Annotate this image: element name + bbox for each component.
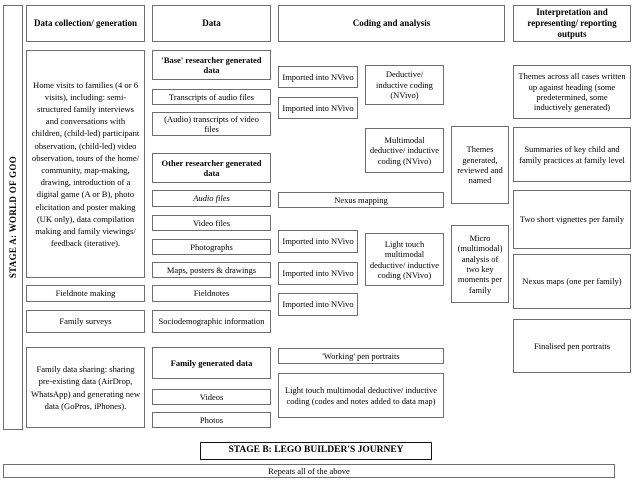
family-surveys-box: Family surveys (26, 310, 145, 333)
header-coding-analysis: Coding and analysis (278, 5, 505, 42)
audio-files-box: Audio files (152, 190, 271, 207)
video-files-box: Video files (152, 215, 271, 231)
nexus-maps-box: Nexus maps (one per family) (513, 254, 631, 309)
finalised-pen-portraits-box: Finalised pen portraits (513, 319, 631, 373)
imported-nvivo-box-4: Imported into NVivo (278, 262, 358, 285)
imported-nvivo-box-5: Imported into NVivo (278, 293, 358, 316)
multimodal-coding-box: Multimodal deductive/ inductive coding (… (365, 128, 444, 173)
nexus-mapping-box: Nexus mapping (278, 192, 444, 208)
fieldnote-making-box: Fieldnote making (26, 285, 145, 302)
repeats-bar: Repeats all of the above (3, 464, 615, 478)
stage-a-bar: STAGE A: WORLD OF GOO (3, 5, 23, 430)
summaries-box: Summaries of key child and family practi… (513, 127, 631, 182)
transcripts-audio-box: Transcripts of audio files (152, 89, 271, 105)
light-touch-coding-box: Light touch multimodal deductive/ induct… (365, 233, 444, 286)
imported-nvivo-box-3: Imported into NVivo (278, 230, 358, 253)
deductive-inductive-coding-box: Deductive/ inductive coding (NVivo) (365, 65, 444, 105)
micro-analysis-box: Micro (multimodal) analysis of two key m… (451, 225, 509, 303)
themes-across-cases-box: Themes across all cases written up again… (513, 65, 631, 119)
photographs-box: Photographs (152, 239, 271, 255)
header-data: Data (152, 5, 271, 42)
maps-posters-drawings-box: Maps, posters & drawings (152, 262, 271, 278)
videos-box: Videos (152, 389, 271, 405)
family-data-sharing-box: Family data sharing: sharing pre-existin… (26, 347, 145, 428)
light-touch-codes-box: Light touch multimodal deductive/ induct… (278, 373, 444, 418)
header-interpretation: Interpretation and representing/ reporti… (513, 5, 631, 42)
fieldnotes-box: Fieldnotes (152, 285, 271, 302)
other-researcher-data-box: Other researcher generated data (152, 153, 271, 183)
photos-box: Photos (152, 412, 271, 428)
imported-nvivo-box-1: Imported into NVivo (278, 66, 358, 88)
stage-a-label: STAGE A: WORLD OF GOO (7, 156, 18, 279)
family-generated-data-box: Family generated data (152, 347, 271, 379)
transcripts-video-box: (Audio) transcripts of video files (152, 112, 271, 136)
sociodemographic-box: Sociodemographic information (152, 310, 271, 333)
header-data-collection: Data collection/ generation (26, 5, 145, 42)
base-researcher-data-box: 'Base' researcher generated data (152, 50, 271, 80)
working-pen-portraits-box: 'Working' pen portraits (278, 348, 444, 364)
home-visits-box: Home visits to families (4 or 6 visits),… (26, 50, 145, 278)
stage-b-bar: STAGE B: LEGO BUILDER'S JOURNEY (200, 442, 432, 460)
imported-nvivo-box-2: Imported into NVivo (278, 97, 358, 119)
themes-generated-box: Themes generated, reviewed and named (451, 126, 509, 204)
vignettes-box: Two short vignettes per family (513, 190, 631, 249)
